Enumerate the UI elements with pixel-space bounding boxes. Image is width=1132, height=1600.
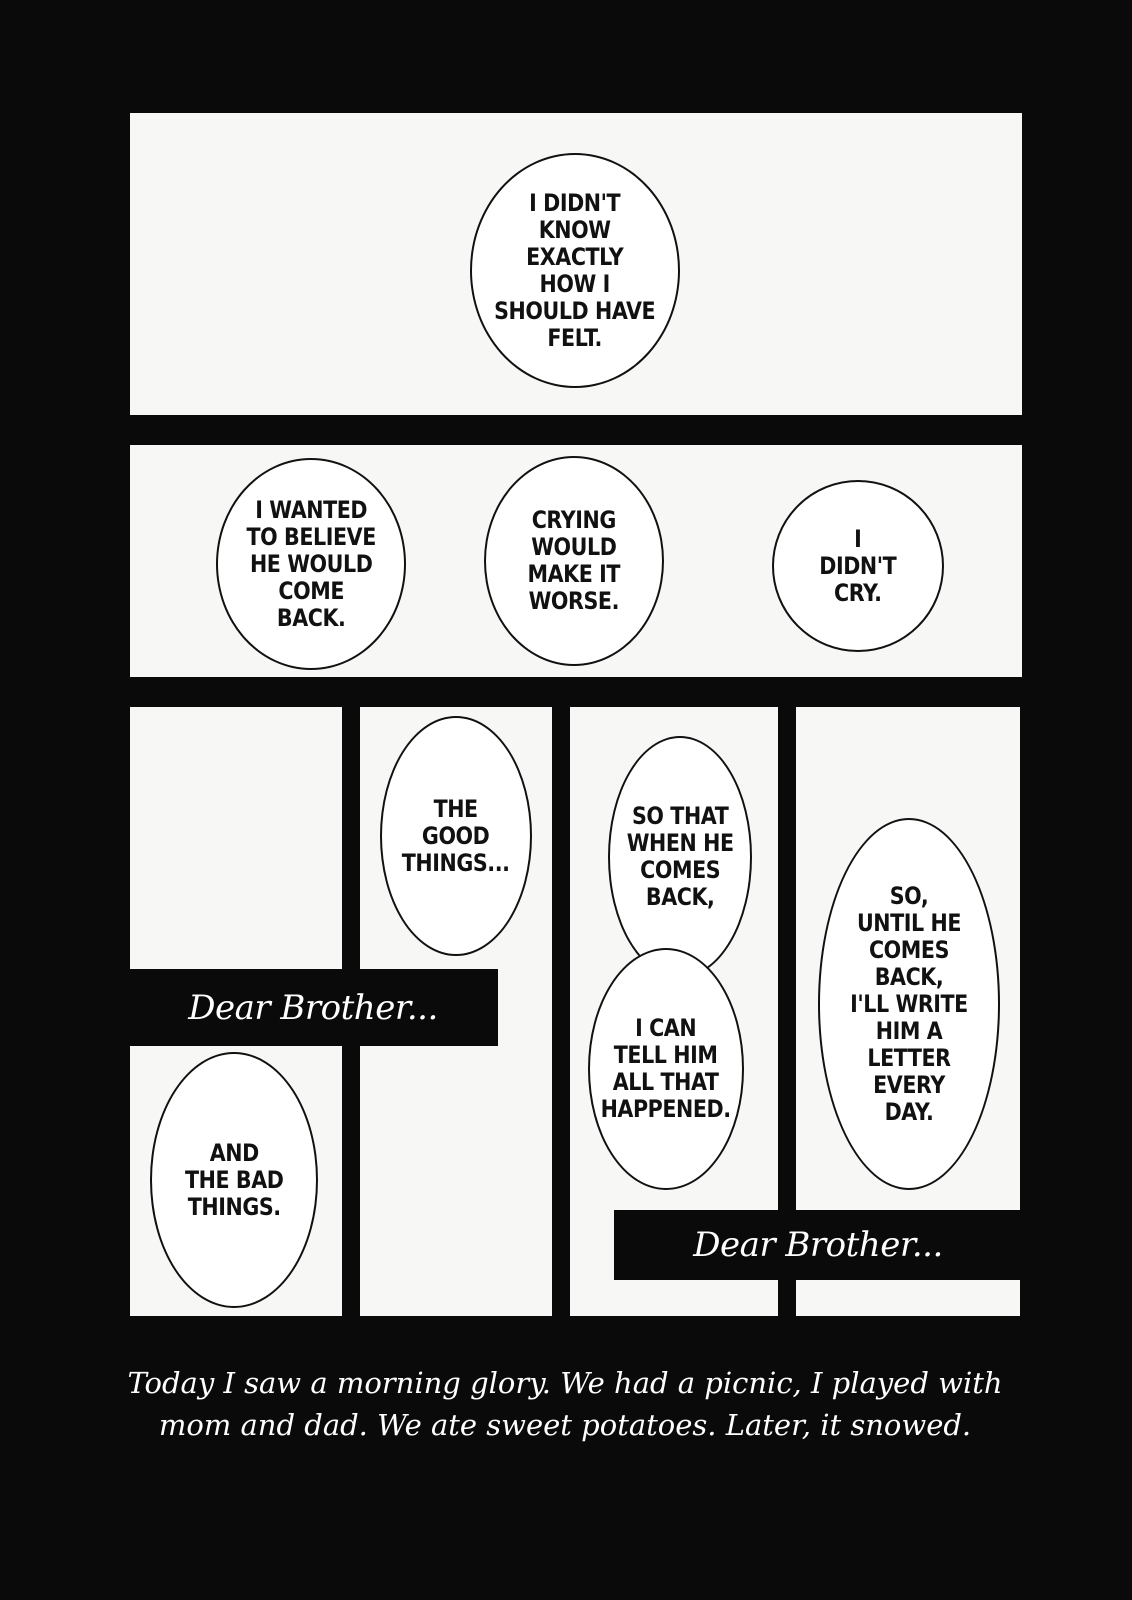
speech-bubble-good-things: THE GOOD THINGS... xyxy=(380,716,532,956)
speech-bubble-didnt-cry: I DIDN'T CRY. xyxy=(772,480,944,652)
panel-bottom-1-upper xyxy=(130,707,342,969)
speech-bubble-text: THE GOOD THINGS... xyxy=(402,794,510,877)
speech-bubble-text: I DIDN'T KNOW EXACTLY HOW I SHOULD HAVE … xyxy=(494,188,656,352)
caption-text: Dear Brother... xyxy=(188,987,438,1028)
speech-bubble-text: I WANTED TO BELIEVE HE WOULD COME BACK. xyxy=(246,495,376,632)
speech-bubble-bad-things: AND THE BAD THINGS. xyxy=(150,1052,318,1308)
speech-bubble-didnt-know: I DIDN'T KNOW EXACTLY HOW I SHOULD HAVE … xyxy=(470,153,680,388)
narration-line-2: mom and dad. We ate sweet potatoes. Late… xyxy=(158,1408,972,1442)
speech-bubble-text: I DIDN'T CRY. xyxy=(819,524,897,607)
speech-bubble-until-he-comes-back: SO, UNTIL HE COMES BACK, I'LL WRITE HIM … xyxy=(818,818,1000,1190)
speech-bubble-so-that: SO THAT WHEN HE COMES BACK, xyxy=(608,736,752,978)
speech-bubble-text: I CAN TELL HIM ALL THAT HAPPENED. xyxy=(600,1014,732,1123)
narration-text: Today I saw a morning glory. We had a pi… xyxy=(120,1362,1010,1446)
speech-bubble-tell-him: I CAN TELL HIM ALL THAT HAPPENED. xyxy=(588,948,744,1190)
caption-text: Dear Brother... xyxy=(693,1225,943,1265)
speech-bubble-crying: CRYING WOULD MAKE IT WORSE. xyxy=(484,456,664,666)
speech-bubble-text: SO THAT WHEN HE COMES BACK, xyxy=(626,802,734,911)
speech-bubble-text: AND THE BAD THINGS. xyxy=(184,1138,284,1221)
speech-bubble-text: CRYING WOULD MAKE IT WORSE. xyxy=(527,506,621,615)
speech-bubble-text: SO, UNTIL HE COMES BACK, I'LL WRITE HIM … xyxy=(850,881,968,1126)
caption-box-dear-brother-left: Dear Brother... xyxy=(128,969,498,1046)
caption-box-dear-brother-right: Dear Brother... xyxy=(614,1210,1022,1280)
narration-line-1: Today I saw a morning glory. We had a pi… xyxy=(127,1366,1003,1400)
speech-bubble-wanted-to-believe: I WANTED TO BELIEVE HE WOULD COME BACK. xyxy=(216,458,406,670)
